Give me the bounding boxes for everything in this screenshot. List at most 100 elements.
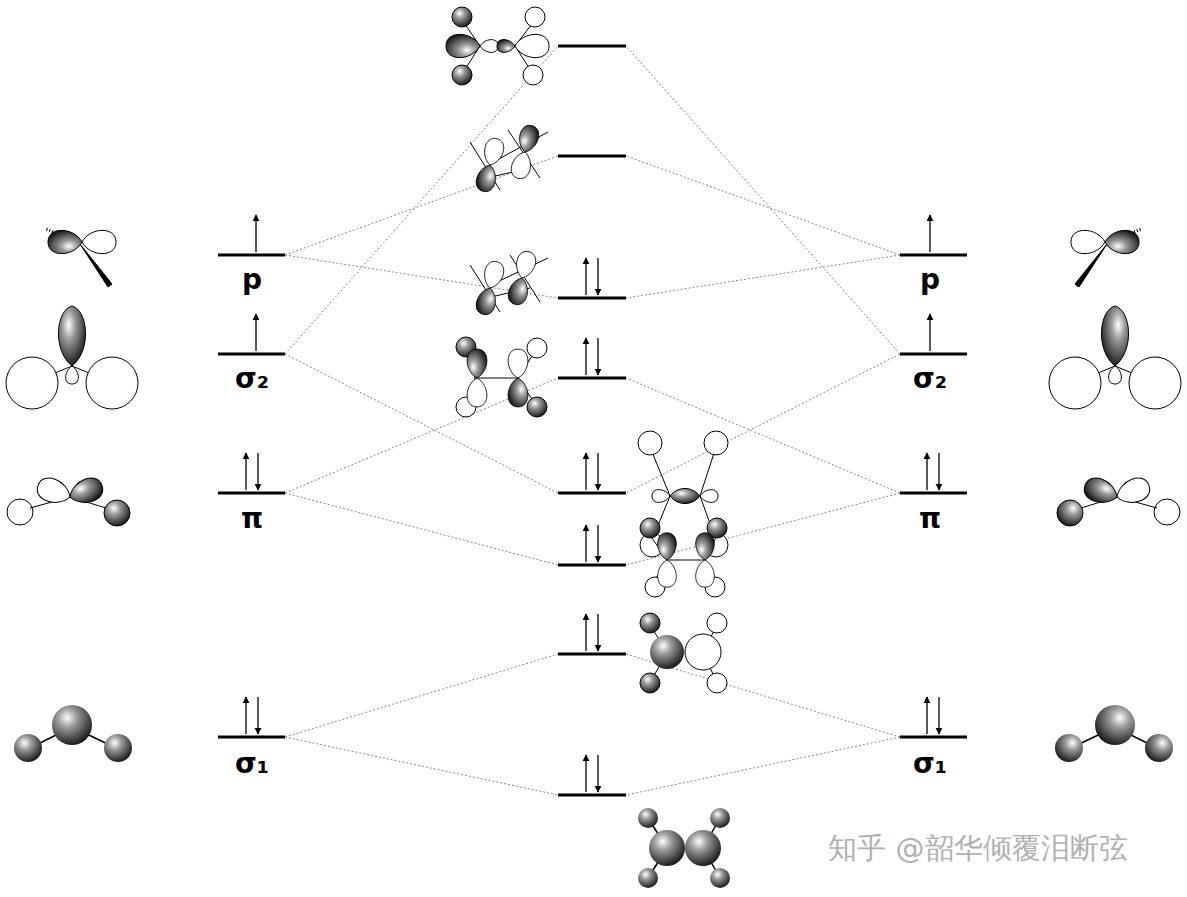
electron-arrows-part — [257, 453, 258, 490]
ethylene-orbitals-part — [497, 40, 515, 53]
ethylene-orbitals-part — [704, 431, 728, 455]
ethylene-orbitals-part — [474, 163, 499, 194]
energy-levels-part — [558, 794, 626, 797]
ethylene-orbitals-part — [640, 518, 660, 538]
electron-arrows-part — [585, 258, 586, 295]
ethylene-orbitals-part — [481, 136, 506, 167]
orbital-label: π — [919, 505, 941, 533]
electron-arrows-part — [929, 314, 930, 351]
ethylene-orbitals-part — [509, 150, 534, 181]
ethylene-orbitals-part — [667, 560, 705, 561]
carbene-orbitals-part — [66, 366, 79, 384]
ethylene-orbitals-part — [527, 397, 547, 417]
ethylene-orbitals-part — [527, 338, 547, 358]
carbene-orbitals-mirror-part — [1049, 229, 1181, 762]
correlation-lines — [285, 46, 900, 795]
correlation-lines-part — [626, 156, 900, 255]
ethylene-orbitals-part — [467, 349, 487, 378]
ethylene-orbitals-part — [474, 286, 499, 317]
energy-levels-part — [558, 653, 626, 656]
energy-levels-part — [900, 353, 967, 356]
orbital-label: p — [242, 266, 262, 294]
ethylene-orbitals-part — [696, 560, 715, 587]
electron-arrows-part — [255, 215, 256, 252]
carbene-orbitals-part — [66, 474, 106, 507]
ethylene-orbitals-part — [640, 673, 660, 693]
energy-levels-part — [558, 377, 626, 380]
ethylene-orbitals-part — [508, 378, 528, 407]
electron-arrows-part — [585, 453, 586, 490]
correlation-lines-part — [285, 654, 558, 737]
carbene-orbitals-part — [48, 230, 82, 253]
carbene-orbitals-part — [86, 357, 138, 409]
correlation-lines-part — [626, 255, 900, 298]
electron-arrows-part — [597, 258, 598, 295]
correlation-lines-part — [626, 737, 900, 795]
ethylene-orbitals-part — [696, 533, 715, 560]
carbene-orbitals — [6, 229, 138, 762]
correlation-lines-part — [626, 354, 900, 493]
ethylene-orbitals-part — [658, 560, 677, 587]
energy-levels-part — [218, 254, 285, 257]
correlation-lines-part — [626, 46, 900, 354]
ethylene-orbitals-part — [685, 830, 721, 866]
ethylene-orbitals-part — [707, 673, 727, 693]
orbital-label: π — [241, 505, 263, 533]
ethylene-orbitals-part — [506, 276, 531, 307]
ethylene-orbitals-part — [670, 489, 700, 504]
ethylene-orbitals-part — [446, 34, 480, 57]
electron-arrows-part — [938, 697, 939, 734]
ethylene-orbitals-part — [516, 123, 541, 154]
ethylene-orbitals-part — [523, 65, 543, 85]
ethylene-orbitals-part — [658, 533, 677, 560]
orbital-label: σ₁ — [235, 750, 269, 778]
electron-arrows-part — [585, 755, 586, 792]
electron-arrows-part — [929, 215, 930, 252]
orbital-label: σ₂ — [235, 365, 269, 393]
ethylene-orbitals — [446, 7, 730, 888]
electron-arrows-part — [245, 697, 246, 734]
ethylene-orbitals-part — [480, 40, 498, 53]
electron-arrows-part — [585, 525, 586, 562]
energy-levels — [218, 46, 967, 795]
ethylene-orbitals-part — [452, 65, 472, 85]
ethylene-orbitals-part — [652, 490, 670, 503]
ethylene-orbitals-part — [513, 249, 538, 280]
carbene-orbitals-part — [6, 357, 58, 409]
energy-levels-part — [558, 297, 626, 300]
orbital-label: σ₂ — [913, 365, 947, 393]
ethylene-orbitals-part — [649, 830, 685, 866]
orbital-label: σ₁ — [913, 750, 947, 778]
electron-arrows-part — [597, 525, 598, 562]
electron-arrows-part — [597, 338, 598, 375]
electron-arrows-part — [585, 614, 586, 651]
ethylene-orbitals-part — [525, 7, 545, 27]
energy-levels-part — [218, 492, 285, 495]
orbital-label: p — [920, 266, 940, 294]
energy-levels-part — [900, 492, 967, 495]
energy-levels-part — [558, 492, 626, 495]
carbene-orbitals-part — [104, 734, 132, 762]
ethylene-orbitals-part — [710, 868, 730, 888]
electron-arrows — [246, 215, 939, 792]
carbene-orbitals-part — [82, 230, 116, 253]
electron-arrows-part — [597, 453, 598, 490]
energy-levels-part — [218, 736, 285, 739]
correlation-lines-part — [285, 493, 558, 565]
electron-arrows-part — [926, 453, 927, 490]
energy-levels-part — [900, 736, 967, 739]
electron-arrows-part — [597, 755, 598, 792]
carbene-orbitals-part — [58, 306, 85, 366]
carbene-orbitals-part — [34, 474, 74, 507]
ethylene-orbitals-part — [467, 378, 487, 407]
correlation-lines-part — [626, 493, 900, 565]
ethylene-orbitals-part — [707, 613, 727, 633]
electron-arrows-part — [938, 453, 939, 490]
ethylene-orbitals-part — [650, 635, 684, 669]
energy-levels-part — [558, 564, 626, 567]
electron-arrows-part — [255, 314, 256, 351]
electron-arrows-part — [245, 453, 246, 490]
ethylene-orbitals-part — [640, 613, 660, 633]
carbene-orbitals-part — [14, 734, 42, 762]
